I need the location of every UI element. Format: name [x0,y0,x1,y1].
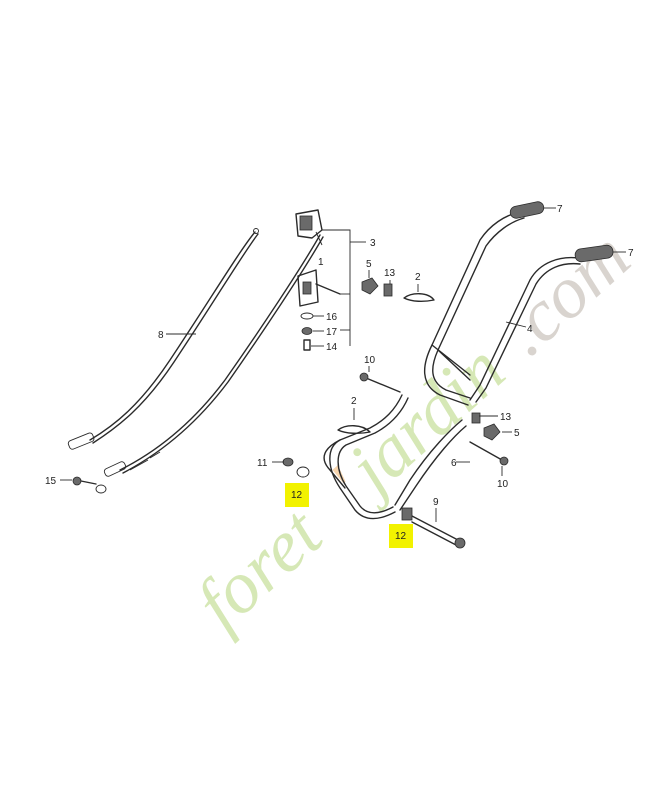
callout-9: 9 [433,497,439,508]
leader-lines [60,207,626,522]
small-parts [337,277,501,441]
part-4-upper-handle [423,211,581,406]
watermark-text-foret: foret [181,491,340,645]
part-8-cable [67,228,324,477]
highlight-box-12-right [389,524,413,548]
callout-13-top: 13 [384,268,396,279]
callout-5-top: 5 [366,259,372,270]
callout-13-bottom: 13 [500,412,512,423]
part-15-bolt [72,476,107,494]
callout-7-bottom: 7 [628,248,634,259]
callout-12-right: 12 [395,531,407,542]
callout-2-top: 2 [415,272,421,283]
part-7-grips [509,201,614,263]
callout-12-left: 12 [291,490,303,501]
watermark: foret ' jardin .com [181,215,646,645]
callout-labels: 1 2 2 3 4 5 5 6 7 7 8 9 10 10 11 12 12 1… [45,204,634,542]
callout-11: 11 [257,458,268,469]
highlight-box-12-left [285,483,309,507]
part-6-lower-handle [323,394,467,520]
callout-5-bottom: 5 [514,428,520,439]
callout-15: 15 [45,476,57,487]
bolts [282,372,509,549]
callout-6: 6 [451,458,457,469]
callout-10-top: 10 [364,355,376,366]
callout-14: 14 [326,342,338,353]
part-3-lever-assembly [295,209,323,246]
watermark-text-jardin: jardin [327,328,520,514]
callout-2-bottom: 2 [351,396,357,407]
callout-17: 17 [326,327,338,338]
callout-7-top: 7 [557,204,563,215]
callout-10-bottom: 10 [497,479,509,490]
fasteners-16-17-14 [300,312,314,351]
callout-8: 8 [158,330,164,341]
part-1-bracket [297,269,341,307]
watermark-text-com: .com [485,215,645,371]
callout-4: 4 [527,324,533,335]
callout-3: 3 [370,238,376,249]
callout-16: 16 [326,312,338,323]
callout-1: 1 [318,257,324,268]
